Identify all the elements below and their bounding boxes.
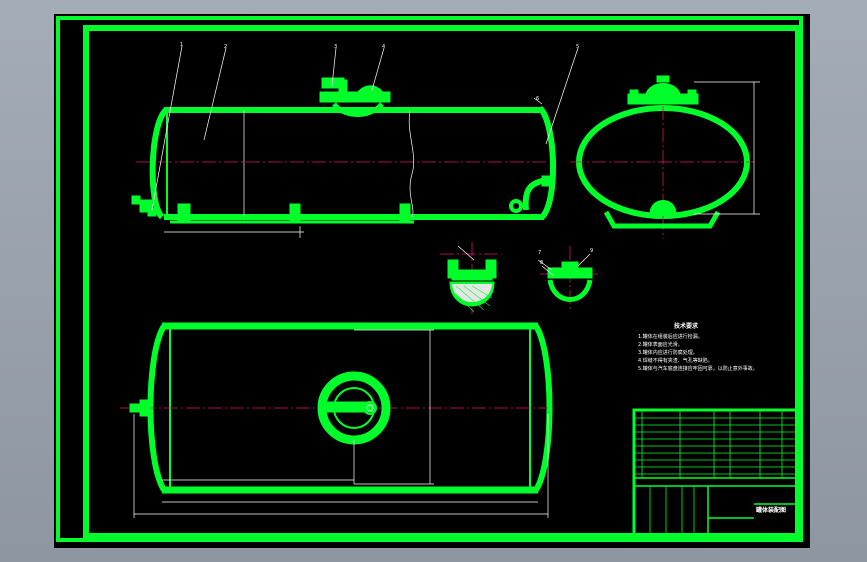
callout-8: 8: [540, 260, 543, 266]
tech-req-item-3: 3.罐体内应进行防腐处理。: [638, 349, 698, 356]
callout-1: 1: [180, 42, 183, 48]
detail-view-b: [537, 246, 602, 310]
callout-9: 9: [590, 248, 593, 254]
callout-7: 7: [538, 250, 541, 256]
callout-labels: 1 2 3 4 5 6 7 8 9: [180, 42, 593, 266]
drawing-name: 罐体装配图: [755, 506, 786, 514]
tech-req-item-1: 1.罐体在组装后应进行检漏。: [638, 333, 703, 340]
callout-3: 3: [334, 44, 337, 50]
tech-req-heading: 技术要求: [674, 322, 699, 330]
callout-6: 6: [536, 96, 539, 102]
plan-view: [120, 322, 553, 518]
side-view: [570, 75, 760, 239]
drawing-sheet[interactable]: 1 2 3 4 5 6 7 8 9 技术要求 1.罐体在组装后应进行检漏。 2.…: [54, 14, 810, 548]
title-block: 罐体装配图: [632, 408, 800, 538]
inner-border: [83, 25, 801, 539]
detail-view-a: [440, 242, 502, 314]
callout-2: 2: [224, 44, 227, 50]
tech-req-item-2: 2.罐体表面应光滑。: [638, 341, 683, 348]
technical-requirements: 技术要求 1.罐体在组装后应进行检漏。 2.罐体表面应光滑。 3.罐体内应进行防…: [638, 322, 758, 372]
callout-5: 5: [576, 44, 579, 50]
tech-req-item-4: 4.焊缝不得有夹渣、气孔等缺陷。: [638, 357, 713, 364]
tank-assembly-drawing: 1 2 3 4 5 6 7 8 9 技术要求 1.罐体在组装后应进行检漏。 2.…: [56, 16, 803, 542]
tech-req-item-5: 5.罐体与汽车底盘连接应牢固可靠，以防止意外事故。: [638, 365, 758, 372]
parts-list-grid: [634, 410, 798, 536]
front-view: [131, 45, 579, 238]
callout-4: 4: [382, 44, 385, 50]
